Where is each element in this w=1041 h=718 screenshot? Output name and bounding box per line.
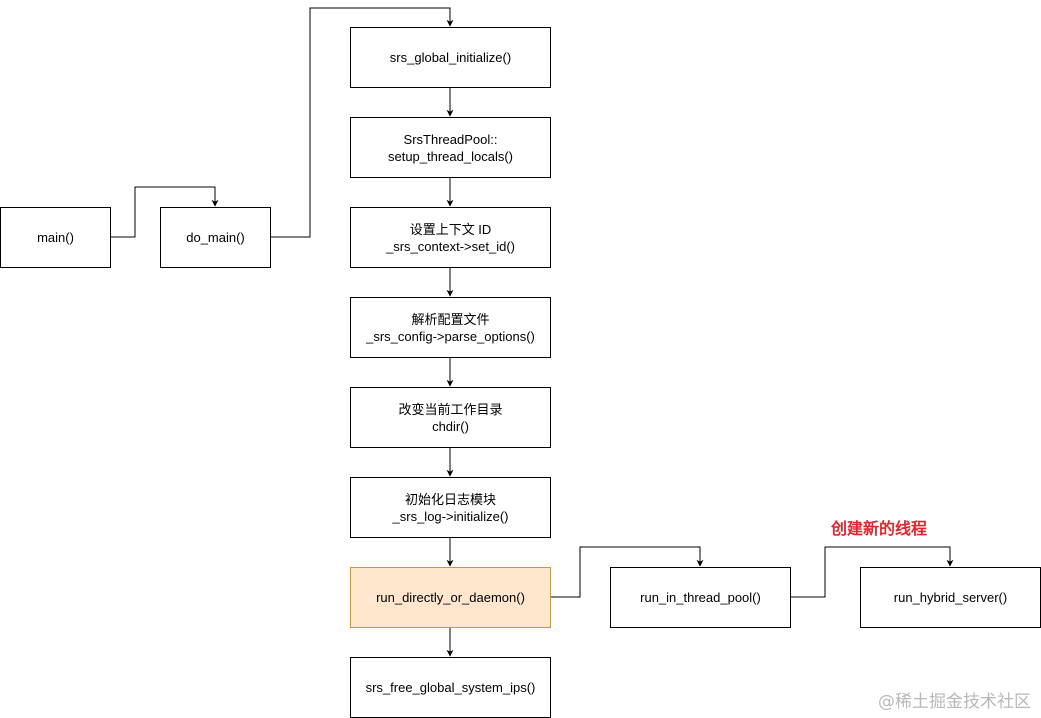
node-global-initialize: srs_global_initialize() (350, 27, 551, 88)
node-parse-config-line-1: 解析配置文件 (411, 311, 490, 327)
node-run-directly-or-daemon: run_directly_or_daemon() (350, 567, 551, 628)
node-do-main-label: do_main() (186, 230, 245, 245)
node-run-directly-or-daemon-label: run_directly_or_daemon() (376, 590, 525, 605)
node-init-log: 初始化日志模块 _srs_log->initialize() (350, 477, 551, 538)
node-thread-pool-setup-line-1: SrsThreadPool:: (403, 131, 498, 147)
node-parse-config: 解析配置文件 _srs_config->parse_options() (350, 297, 551, 358)
node-free-global-system-ips-label: srs_free_global_system_ips() (365, 680, 536, 695)
node-run-hybrid-server-label: run_hybrid_server() (893, 590, 1008, 605)
node-change-dir-line-2: chdir() (432, 418, 469, 434)
node-run-in-thread-pool: run_in_thread_pool() (610, 567, 791, 628)
node-main: main() (0, 207, 111, 268)
node-change-dir: 改变当前工作目录 chdir() (350, 387, 551, 448)
node-parse-config-line-2: _srs_config->parse_options() (366, 328, 535, 344)
node-run-in-thread-pool-label: run_in_thread_pool() (640, 590, 761, 605)
node-change-dir-line-1: 改变当前工作目录 (398, 401, 503, 417)
node-main-label: main() (37, 230, 74, 245)
watermark: @稀土掘金技术社区 (878, 692, 1031, 712)
node-thread-pool-setup: SrsThreadPool:: setup_thread_locals() (350, 117, 551, 178)
node-init-log-line-1: 初始化日志模块 (404, 491, 496, 507)
node-global-initialize-label: srs_global_initialize() (389, 50, 512, 65)
node-set-context-id-line-1: 设置上下文 ID (409, 221, 492, 237)
node-thread-pool-setup-line-2: setup_thread_locals() (387, 148, 514, 164)
edge-main-to-do-main (110, 186, 219, 238)
node-do-main: do_main() (160, 207, 271, 268)
edge-do-main-to-global-init (270, 7, 454, 238)
node-set-context-id-line-2: _srs_context->set_id() (386, 238, 515, 254)
node-run-hybrid-server: run_hybrid_server() (860, 567, 1041, 628)
node-set-context-id: 设置上下文 ID _srs_context->set_id() (350, 207, 551, 268)
node-free-global-system-ips: srs_free_global_system_ips() (350, 657, 551, 718)
new-thread-annotation: 创建新的线程 (831, 519, 928, 538)
edge-thread-pool-to-hybrid (790, 546, 954, 598)
node-init-log-line-2: _srs_log->initialize() (392, 508, 509, 524)
edge-run-directly-to-thread-pool (551, 546, 704, 598)
